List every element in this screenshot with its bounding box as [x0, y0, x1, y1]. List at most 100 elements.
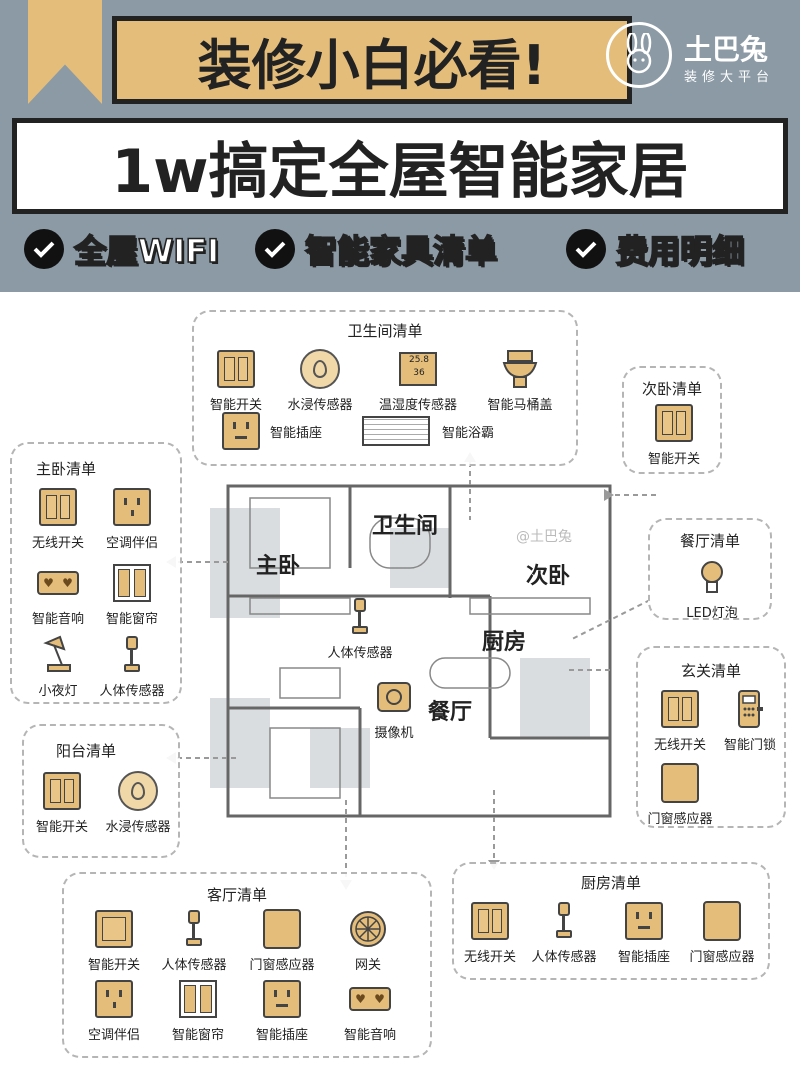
toilet-icon [502, 350, 538, 388]
item-label: 空调伴侣 [87, 1028, 140, 1043]
gateway-icon [350, 911, 386, 947]
socket-icon [625, 902, 663, 940]
item-label: 智能插座 [617, 950, 670, 965]
list-item: 小夜灯 [8, 634, 108, 699]
item-label: 小夜灯 [38, 684, 78, 699]
list-item: 智能插座 [594, 900, 694, 965]
feature-list: 智能家具清单 [255, 224, 498, 274]
item-label: 智能开关 [209, 398, 262, 413]
temp-readout: 25.8 [408, 355, 430, 365]
switch-icon [39, 488, 77, 526]
list-item: 无线开关 [440, 900, 540, 965]
list-item: 水浸传感器 [270, 348, 370, 413]
list-item: 智能窗帘 [148, 978, 248, 1043]
motion-sensor-icon [556, 902, 572, 940]
list-item: 无线开关 [630, 688, 730, 753]
item-label: LED灯泡 [686, 606, 738, 621]
speaker-icon: ♥♥ [349, 987, 391, 1011]
list-item: 水浸传感器 [88, 770, 188, 835]
plan-item-motion-sensor: 人体传感器 [310, 596, 410, 661]
door-sensor-icon [661, 763, 699, 803]
item-label: 智能开关 [647, 452, 700, 467]
switch-icon [655, 404, 693, 442]
list-item: ♥♥ 智能音响 [320, 978, 420, 1043]
list-item: 空调伴侣 [82, 486, 182, 551]
item-label: 水浸传感器 [287, 398, 353, 413]
item-label: 空调伴侣 [105, 536, 158, 551]
list-item: 门窗感应器 [672, 900, 772, 965]
feature-label: 全屋WIFI [73, 231, 219, 271]
watermark: @土巴兔 [516, 529, 572, 545]
item-label: 智能音响 [343, 1028, 396, 1043]
list-master-bedroom: 主卧清单 无线开关 空调伴侣 ♥♥智能音响 智能窗帘 小夜灯 人体传感器 [10, 442, 182, 704]
item-label: 智能窗帘 [105, 612, 158, 627]
room-second-bedroom: 次卧 [526, 564, 571, 589]
camera-icon [377, 682, 411, 712]
item-label: 智能开关 [87, 958, 140, 973]
item-label: 门窗感应器 [689, 950, 755, 965]
feature-label: 费用明细 [615, 231, 745, 271]
item-label: 门窗感应器 [249, 958, 315, 973]
item-label: 水浸传感器 [105, 820, 171, 835]
socket-icon [222, 412, 260, 450]
feature-wifi: 全屋WIFI [24, 224, 220, 274]
list-living-room: 客厅清单 智能开关 人体传感器 门窗感应器 网关 空调伴侣 智能窗帘 智能插座 … [62, 872, 432, 1058]
list-title: 阳台清单 [55, 742, 116, 760]
item-label: 人体传感器 [327, 646, 393, 661]
item-label: 无线开关 [653, 738, 706, 753]
headline-top: 装修小白必看! [112, 16, 632, 104]
list-title: 卫生间清单 [347, 322, 423, 340]
list-item: 网关 [318, 908, 418, 973]
water-leak-sensor-icon [118, 771, 158, 811]
plan-item-camera: 摄像机 [344, 676, 444, 741]
list-balcony: 阳台清单 智能开关 水浸传感器 [22, 724, 180, 858]
ac-companion-icon [113, 488, 151, 526]
list-item: 智能插座 [232, 978, 332, 1043]
list-item: 无线开关 [8, 486, 108, 551]
list-item: 智能马桶盖 [470, 348, 570, 413]
brand-logo: 土巴兔 装修大平台 [606, 22, 786, 92]
list-item: 人体传感器 [82, 634, 182, 699]
speaker-icon: ♥♥ [37, 571, 79, 595]
list-item: 智能窗帘 [82, 562, 182, 627]
item-label: 人体传感器 [161, 958, 227, 973]
list-item: 智能开关 [624, 402, 724, 467]
humidity-readout: 36 [413, 368, 425, 378]
curtain-icon [113, 564, 151, 602]
item-label: 人体传感器 [531, 950, 597, 965]
item-label: 门窗感应器 [647, 812, 713, 827]
rabbit-icon [606, 22, 672, 88]
bulb-icon [701, 561, 723, 593]
check-icon [24, 229, 64, 269]
list-title: 玄关清单 [680, 662, 741, 680]
room-master-bedroom: 主卧 [256, 554, 301, 579]
feature-cost: 费用明细 [566, 224, 745, 274]
list-item: 人体传感器 [514, 900, 614, 965]
socket-icon [263, 980, 301, 1018]
motion-sensor-icon [352, 598, 368, 636]
list-item: 空调伴侣 [64, 978, 164, 1043]
ac-companion-icon [95, 980, 133, 1018]
door-sensor-icon [703, 901, 741, 941]
room-bathroom: 卫生间 [372, 514, 439, 539]
item-label: 人体传感器 [99, 684, 165, 699]
list-item: ♥♥智能音响 [8, 562, 108, 627]
item-label: 智能开关 [35, 820, 88, 835]
list-item: 人体传感器 [144, 908, 244, 973]
switch-icon [471, 902, 509, 940]
list-kitchen: 厨房清单 无线开关 人体传感器 智能插座 门窗感应器 [452, 862, 770, 980]
item-label: 无线开关 [463, 950, 516, 965]
list-restaurant: 餐厅清单 LED灯泡 [648, 518, 772, 621]
item-label: 摄像机 [374, 726, 414, 741]
list-item: 智能插座 [194, 412, 344, 450]
switch-icon [661, 690, 699, 728]
list-item: 智能门锁 [700, 688, 800, 753]
floor-plan: 主卧 卫生间 次卧 厨房 餐厅 人体传感器 摄像机 @土巴兔 [190, 478, 630, 838]
switch-icon [217, 350, 255, 388]
feature-label: 智能家具清单 [304, 231, 498, 271]
curtain-icon [179, 980, 217, 1018]
check-icon [566, 229, 606, 269]
motion-sensor-icon [186, 910, 202, 948]
